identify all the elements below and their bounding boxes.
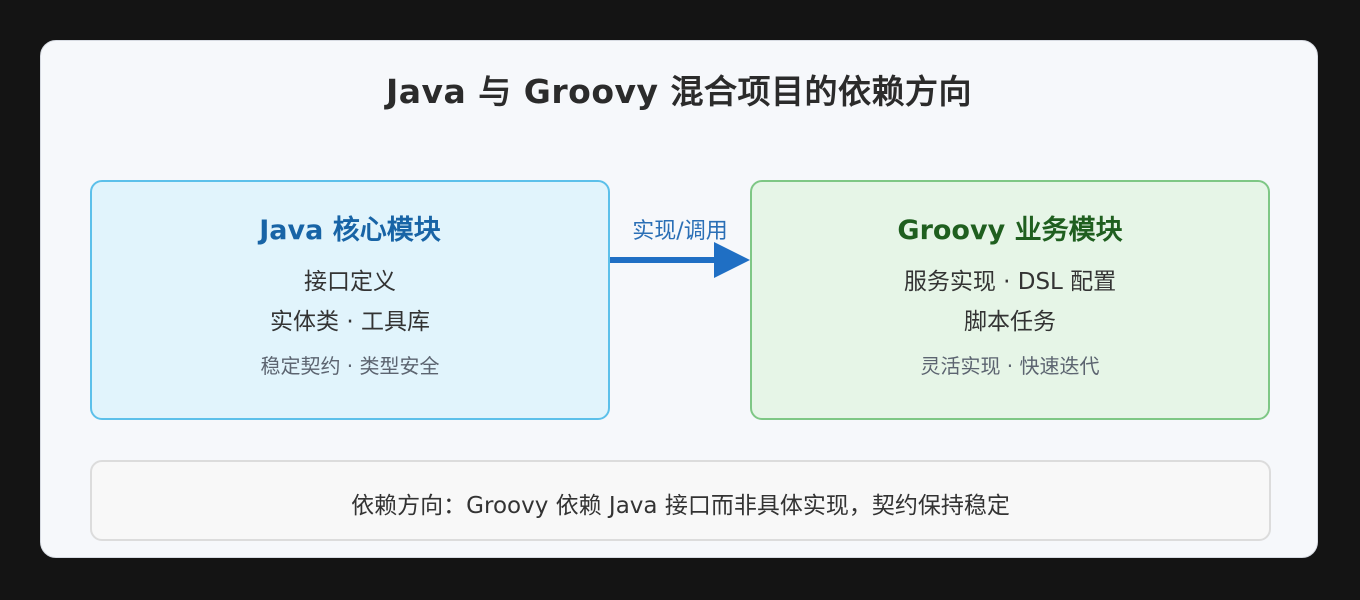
groovy-module-line-2: 脚本任务 bbox=[964, 309, 1056, 335]
java-module-line-2: 实体类 · 工具库 bbox=[270, 309, 430, 335]
java-module-line-1: 接口定义 bbox=[304, 269, 396, 295]
java-core-module: Java 核心模块 接口定义 实体类 · 工具库 稳定契约 · 类型安全 bbox=[90, 180, 610, 420]
diagram-card: Java 与 Groovy 混合项目的依赖方向 Java 核心模块 接口定义 实… bbox=[40, 40, 1318, 558]
java-module-note: 稳定契约 · 类型安全 bbox=[260, 354, 440, 378]
dependency-note-text: 依赖方向：Groovy 依赖 Java 接口而非具体实现，契约保持稳定 bbox=[351, 493, 1010, 519]
groovy-module-line-1: 服务实现 · DSL 配置 bbox=[903, 269, 1117, 295]
arrow-head bbox=[714, 242, 750, 278]
arrow-label: 实现/调用 bbox=[632, 219, 728, 244]
groovy-module-title: Groovy 业务模块 bbox=[897, 215, 1123, 246]
diagram-title: Java 与 Groovy 混合项目的依赖方向 bbox=[385, 72, 973, 111]
dependency-note-box: 依赖方向：Groovy 依赖 Java 接口而非具体实现，契约保持稳定 bbox=[90, 460, 1271, 541]
groovy-business-module: Groovy 业务模块 服务实现 · DSL 配置 脚本任务 灵活实现 · 快速… bbox=[750, 180, 1270, 420]
dependency-arrow bbox=[610, 242, 750, 278]
java-module-title: Java 核心模块 bbox=[259, 215, 441, 246]
groovy-module-note: 灵活实现 · 快速迭代 bbox=[920, 354, 1100, 378]
